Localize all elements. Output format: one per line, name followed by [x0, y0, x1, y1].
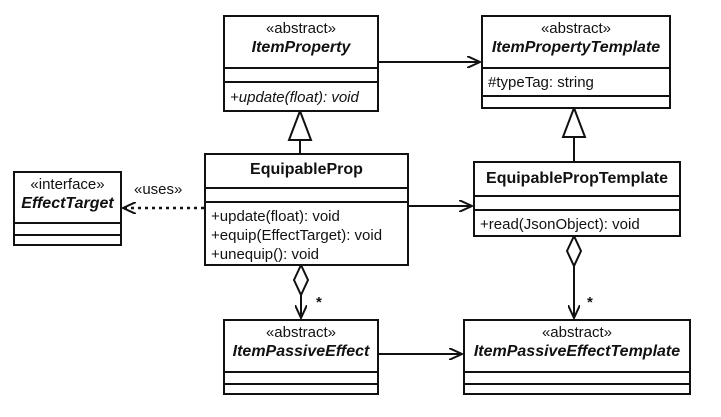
interface-effect-target: «interface» EffectTarget: [13, 171, 122, 246]
attributes-compartment: [15, 222, 120, 234]
attributes-compartment: [225, 67, 377, 81]
attribute: #typeTag: string: [488, 74, 594, 91]
operation: +update(float): void: [211, 208, 340, 225]
stereotype-label: «abstract»: [265, 20, 337, 37]
stereotype-label: «interface»: [30, 176, 105, 193]
class-item-passive-effect-template: «abstract» ItemPassiveEffectTemplate: [463, 319, 691, 395]
attributes-compartment: [475, 195, 679, 209]
class-item-property-template: «abstract» ItemPropertyTemplate #typeTag…: [481, 15, 671, 109]
stereotype-label: «abstract»: [265, 324, 337, 341]
operations-compartment: [465, 383, 689, 393]
aggregation-equipableprop-itempassiveeffect: [292, 262, 310, 318]
operations-compartment: +update(float): void +equip(EffectTarget…: [206, 201, 407, 264]
operations-compartment: +update(float): void: [225, 81, 377, 110]
operation: +read(JsonObject): void: [480, 216, 640, 233]
class-name: ItemPassiveEffect: [232, 343, 370, 360]
aggregation-equipableproptemplate-itempassiveeffecttemplate: [565, 233, 583, 318]
operations-compartment: [225, 383, 377, 393]
operation: +unequip(): void: [211, 246, 319, 263]
operations-compartment: [483, 95, 669, 107]
stereotype-label: «abstract»: [540, 20, 612, 37]
multiplicity-label: *: [316, 294, 322, 311]
class-name: EquipablePropTemplate: [486, 170, 668, 187]
class-equipable-prop-template: EquipablePropTemplate +read(JsonObject):…: [473, 161, 681, 237]
attributes-compartment: [225, 371, 377, 383]
class-name: EquipableProp: [250, 161, 363, 178]
operations-compartment: [15, 234, 120, 244]
stereotype-label: «abstract»: [541, 324, 613, 341]
generalization-equipableprop-itemproperty: [287, 108, 313, 154]
generalization-equipableproptemplate-itempropertytemplate: [561, 105, 587, 162]
class-name: EffectTarget: [21, 195, 114, 212]
attributes-compartment: [206, 187, 407, 201]
attributes-compartment: #typeTag: string: [483, 67, 669, 95]
operations-compartment: +read(JsonObject): void: [475, 209, 679, 235]
class-item-property: «abstract» ItemProperty +update(float): …: [223, 15, 379, 112]
multiplicity-label: *: [587, 294, 593, 311]
class-equipable-prop: EquipableProp +update(float): void +equi…: [204, 153, 409, 266]
class-name: ItemPropertyTemplate: [491, 39, 661, 56]
class-item-passive-effect: «abstract» ItemPassiveEffect: [223, 319, 379, 395]
operation: +update(float): void: [230, 89, 359, 106]
uses-label: «uses»: [134, 181, 183, 198]
class-name: ItemProperty: [251, 39, 351, 56]
class-name: ItemPassiveEffectTemplate: [473, 343, 681, 360]
operation: +equip(EffectTarget): void: [211, 227, 383, 244]
attributes-compartment: [465, 371, 689, 383]
